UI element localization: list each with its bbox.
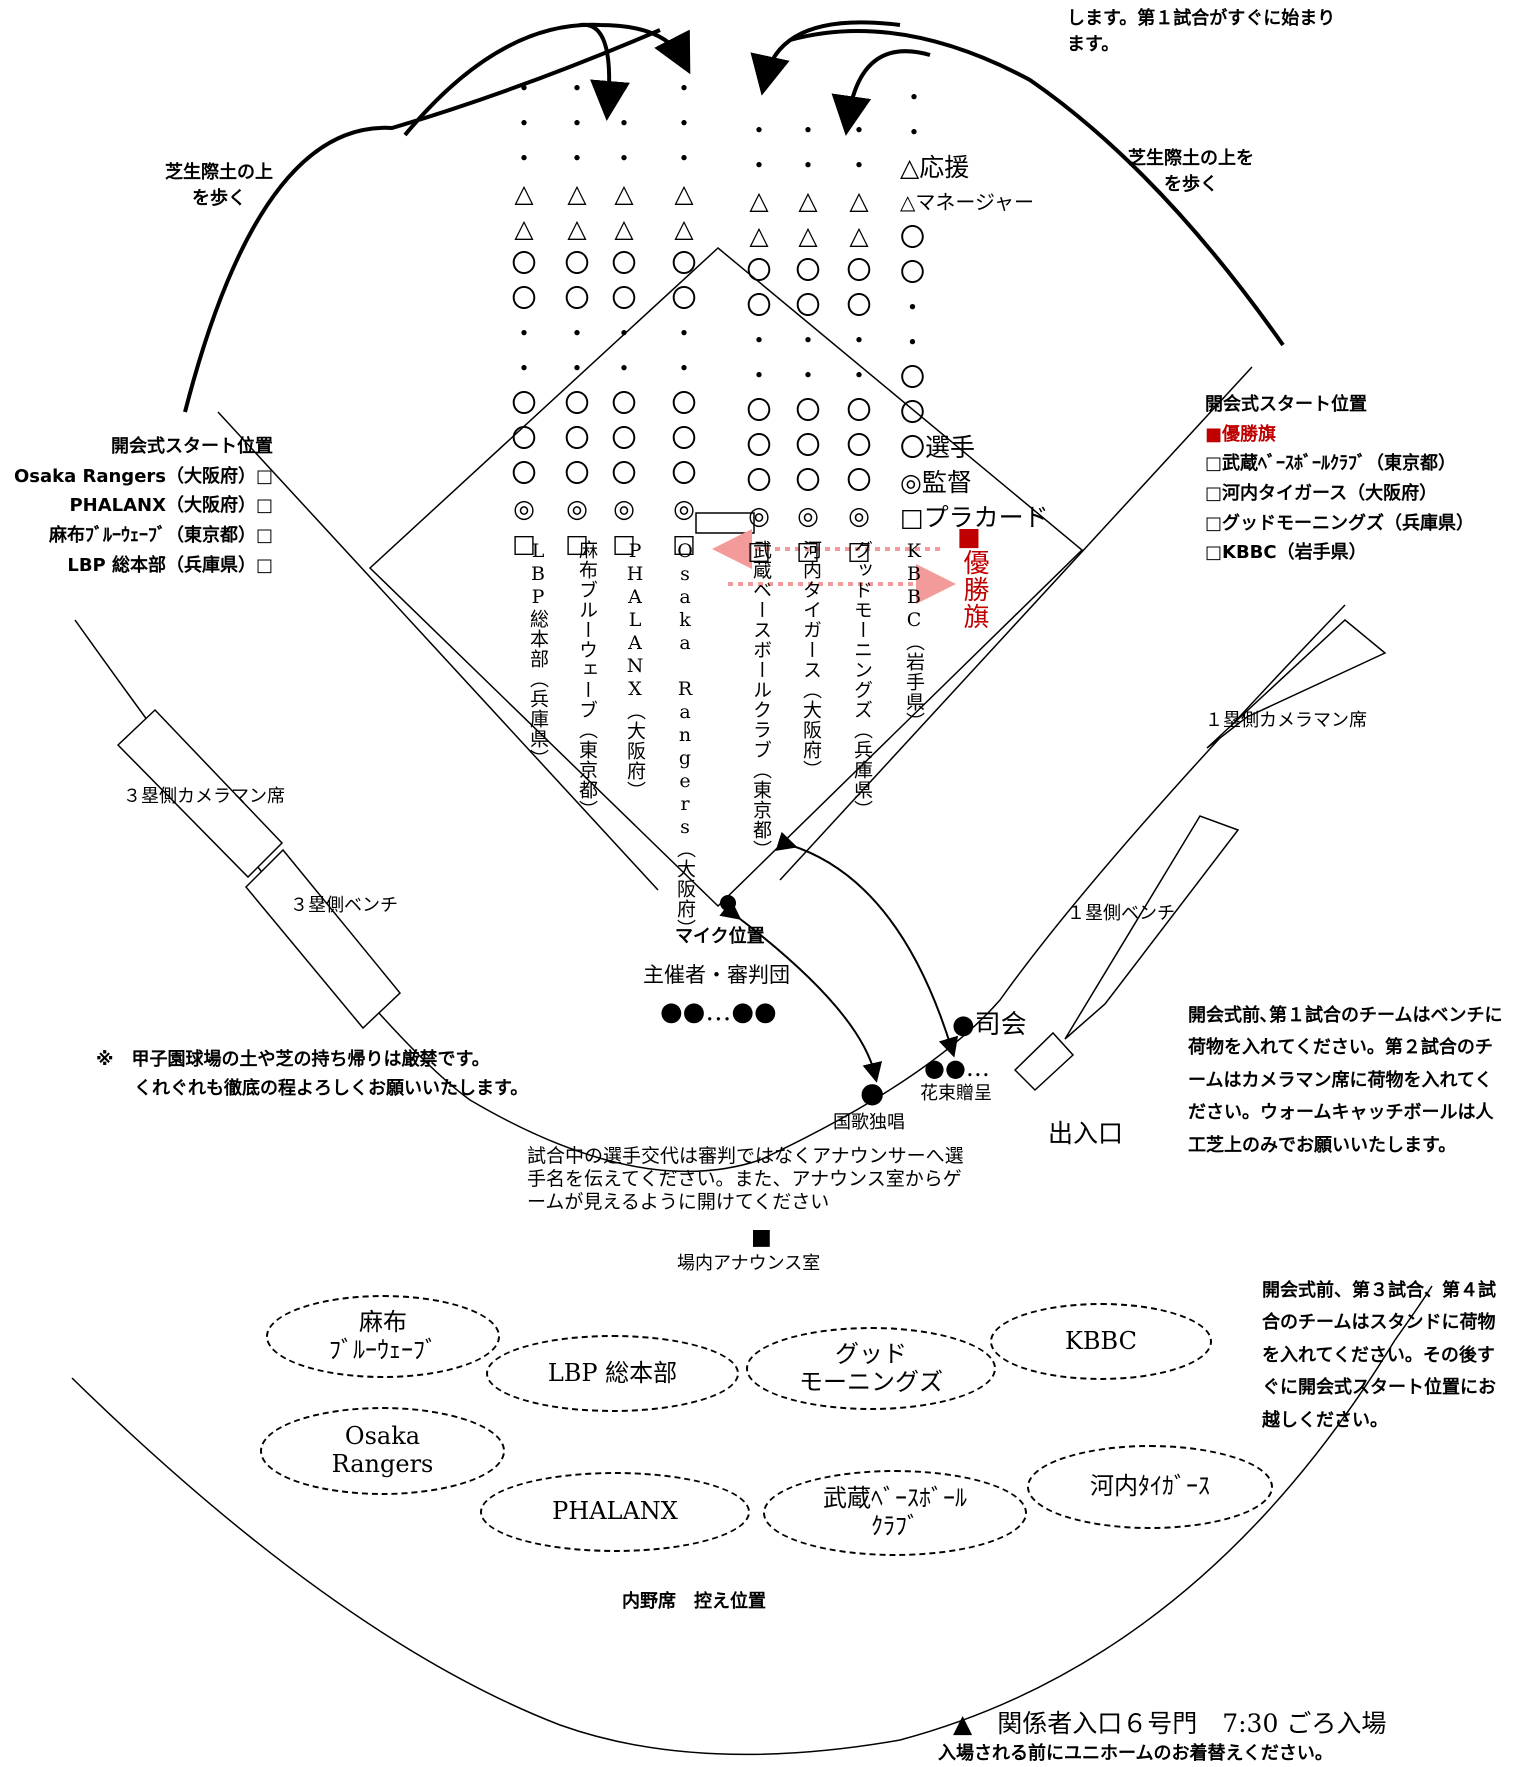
legend-placard: □プラカード <box>900 503 1049 532</box>
foul-lines <box>217 366 1253 891</box>
stand-goodmorning: グッド モーニングズ <box>746 1327 996 1410</box>
legend-cheer: △応援 <box>900 153 970 182</box>
walk-paths <box>183 20 1285 413</box>
mc-label: ●司会 <box>952 1010 1027 1040</box>
anthem-dot: ● <box>860 1076 885 1109</box>
team-label-musashi: 武蔵ベースボールクラブ（東京都） <box>750 540 772 860</box>
announce-room-mark: ■ <box>751 1225 772 1250</box>
right-start-title: 開会式スタート位置 <box>1205 394 1367 415</box>
stand-osaka: Osaka Rangers <box>260 1407 505 1495</box>
soil-notice: ※ 甲子園球場の土や芝の持ち帰りは厳禁です。 くれぐれも徹底の程よろしくお願いい… <box>96 1049 529 1099</box>
team-label-azabu: 麻布ブルーウェーブ（東京都） <box>576 540 598 820</box>
column-goodmorning: ・・△△〇〇・・〇〇〇◎□ <box>846 116 872 565</box>
team-label-osaka: Osaka Rangers（大阪府） <box>674 540 696 939</box>
team-label-goodmorning: グッドモーニングズ（兵庫県） <box>851 540 873 820</box>
legend-player: 〇選手 <box>900 433 976 462</box>
flag-square-icon: ■ <box>957 522 981 551</box>
team-label-kawachi: 河内タイガース（大阪府） <box>800 540 822 780</box>
team-label-lbp: LBP総本部（兵庫県） <box>527 540 549 769</box>
organizers-label: 主催者・審判団 <box>643 963 790 987</box>
mic-position-label: マイク位置 <box>675 926 765 947</box>
stand-musashi: 武蔵ﾍﾞｰｽﾎﾞｰﾙ ｸﾗﾌﾞ <box>763 1470 1027 1556</box>
bouquet-dots: ●●… <box>924 1054 990 1082</box>
mic-dot <box>720 895 736 911</box>
kbbc-legend: △応援 △マネージャー 〇 〇 ・ ・ 〇 〇 〇選手 ◎監督 □プラカード <box>900 150 1049 535</box>
column-kbbc: ・・ <box>901 83 927 147</box>
stand-azabu: 麻布 ﾌﾞﾙｰｳｪｰﾌﾞ <box>266 1295 500 1378</box>
right-start-flag: ■優勝旗 <box>1205 423 1277 445</box>
legend-coach: ◎監督 <box>900 468 972 497</box>
column-azabu: ・・・△△〇〇・・〇〇〇◎□ <box>564 74 590 558</box>
notice-stand-luggage: 開会式前、第３試合、第４試合のチームはスタンドに荷物を入れてください。その後すぐ… <box>1262 1280 1496 1431</box>
legend-manager: △マネージャー <box>900 190 1034 214</box>
organizers-dots: ●●…●● <box>660 997 777 1027</box>
flag-label: 優勝旗 <box>959 549 989 630</box>
left-start-title: 開会式スタート位置 <box>111 436 273 457</box>
announcer-note: 試合中の選手交代は審判ではなくアナウンサーへ選手名を伝えてください。また、アナウ… <box>527 1145 964 1213</box>
stand-lbp: LBP 総本部 <box>486 1335 739 1412</box>
gate-subnote: 入場される前にユニホームのお着替えください。 <box>938 1743 1333 1764</box>
stand-phalanx: PHALANX <box>480 1472 750 1552</box>
stand-kawachi: 河内ﾀｲｶﾞｰｽ <box>1027 1445 1273 1529</box>
stand-kbbc: KBBC <box>990 1303 1212 1380</box>
triangle-pointers <box>720 895 736 911</box>
column-phalanx: ・・・△△〇〇・・〇〇〇◎□ <box>611 74 637 558</box>
column-musashi: ・・△△〇〇・・〇〇〇◎□ <box>746 116 772 565</box>
column-lbp: ・・・△△〇〇・・〇〇〇◎□ <box>511 74 537 558</box>
bench-boxes <box>116 619 1387 1092</box>
notice-bench-luggage: 開会式前､第１試合のチームはベンチに荷物を入れてください。第２試合のチームはカメ… <box>1188 1005 1503 1156</box>
first-base-camera-label: １塁側カメラマン席 <box>1205 710 1367 731</box>
team-label-kbbc: KBBC（岩手県） <box>903 540 925 732</box>
right-start-position: 開会式スタート位置 ■優勝旗 □武蔵ﾍﾞｰｽﾎﾞｰﾙｸﾗﾌﾞ（東京都） □河内タ… <box>1205 390 1474 568</box>
exit-label: 出入口 <box>1048 1119 1124 1148</box>
third-base-camera-label: ３塁側カメラマン席 <box>123 786 285 807</box>
column-kawachi: ・・△△〇〇・・〇〇〇◎□ <box>795 116 821 565</box>
infield-standby-label: 内野席 控え位置 <box>622 1591 766 1612</box>
top-notice: します。第１試合がすぐに始まり ます。 <box>1067 8 1336 56</box>
third-base-bench-label: ３塁側ベンチ <box>290 895 398 916</box>
turf-left-note: 芝生際土の上 を歩く <box>165 162 273 210</box>
column-osaka: ・・・△△〇〇・・〇〇〇◎□ <box>671 74 697 558</box>
anthem-label: 国歌独唱 <box>833 1112 905 1133</box>
stand-curve <box>71 1285 1433 1756</box>
ceremony-arrows <box>719 831 959 1083</box>
infield-diamond <box>368 247 1084 908</box>
announce-room-label: 場内アナウンス室 <box>677 1253 821 1274</box>
left-start-position: 開会式スタート位置 Osaka Rangers（大阪府）□ PHALANX（大阪… <box>0 432 273 580</box>
bouquet-label: 花束贈呈 <box>920 1083 992 1104</box>
team-label-phalanx: PHALANX（大阪府） <box>624 540 646 801</box>
turf-right-note: 芝生際土の上を を歩く <box>1128 148 1254 196</box>
first-base-bench-label: １塁側ベンチ <box>1067 903 1175 924</box>
gate-info: ▲ 関係者入口６号門 7:30 ごろ入場 <box>953 1709 1387 1738</box>
